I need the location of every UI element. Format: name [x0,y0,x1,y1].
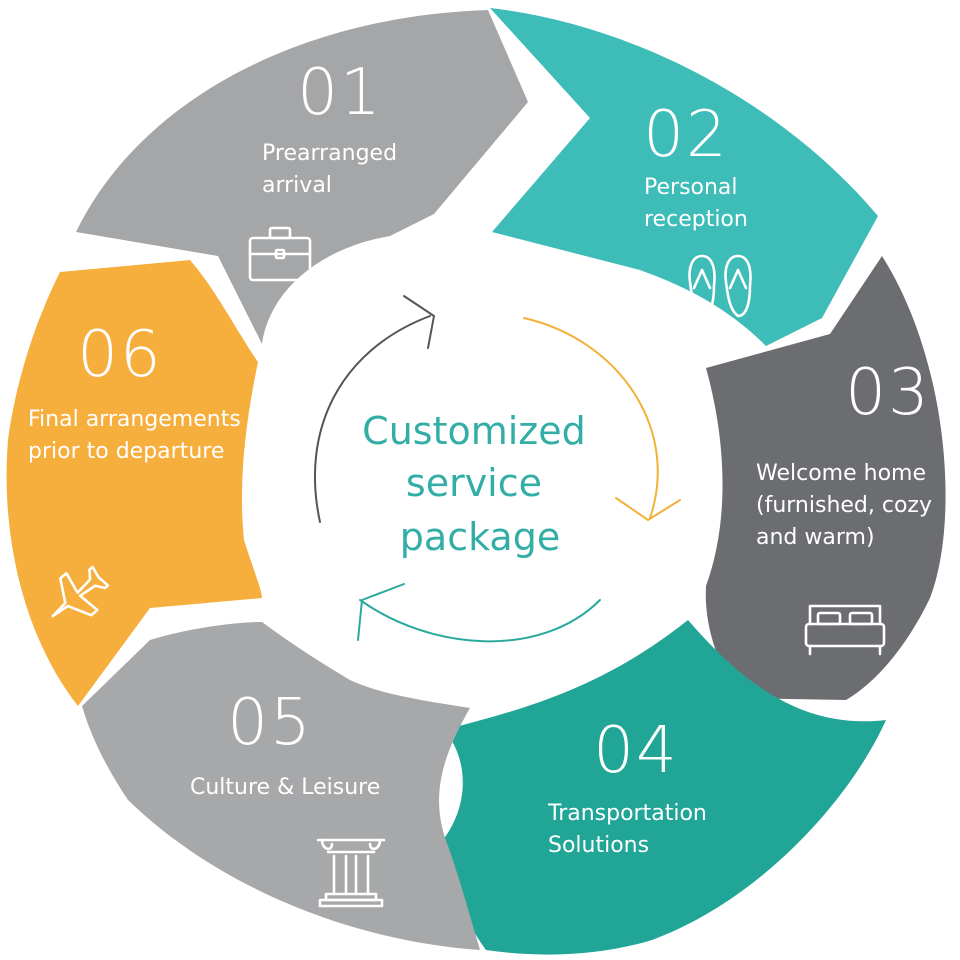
step-04: 04 Transportation Solutions [438,620,886,955]
step-02: 02 Personal reception [490,8,878,346]
bed-icon [804,604,886,656]
arrow-teal-head [357,583,405,641]
step-03-label: Welcome home (furnished, cozy and warm) [756,461,939,550]
step-03-number: 03 [845,356,930,430]
flip-flops-icon [688,254,752,318]
center-title-line-2: service [406,461,542,505]
step-06-label: Final arrangements prior to departure [28,407,248,464]
briefcase-icon [248,226,312,282]
step-01-segment [76,10,528,344]
step-02-number: 02 [643,98,728,172]
arrow-dark-head [403,295,435,349]
step-01-label: Prearranged arrival [262,141,404,198]
step-06: 06 Final arrangements prior to departure [6,260,263,706]
step-04-number: 04 [593,714,678,788]
step-05-label: Culture & Leisure [190,775,380,800]
step-02-label: Personal reception [644,175,748,232]
step-01-number: 01 [297,56,382,130]
center-title-line-1: Customized [362,409,586,453]
step-04-segment [438,620,886,955]
column-icon [316,838,386,908]
arrow-teal [359,599,601,643]
center-title-line-3: package [400,515,560,559]
step-05-number: 05 [227,686,312,760]
step-01: 01 Prearranged arrival [76,10,528,344]
arrow-orange [523,317,659,519]
arrow-dark [313,315,431,523]
step-06-segment [6,260,263,706]
center-arrows [313,295,681,643]
airplane-icon [51,565,110,618]
center-title: Customized service package [362,409,598,559]
step-05: 05 Culture & Leisure [82,622,480,950]
step-02-segment [490,8,878,346]
step-04-label: Transportation Solutions [547,801,714,858]
step-05-segment [82,622,480,950]
step-06-number: 06 [77,318,162,392]
step-03: 03 Welcome home (furnished, cozy and war… [705,256,946,700]
step-03-segment [705,256,946,700]
arrow-orange-head [615,497,681,521]
